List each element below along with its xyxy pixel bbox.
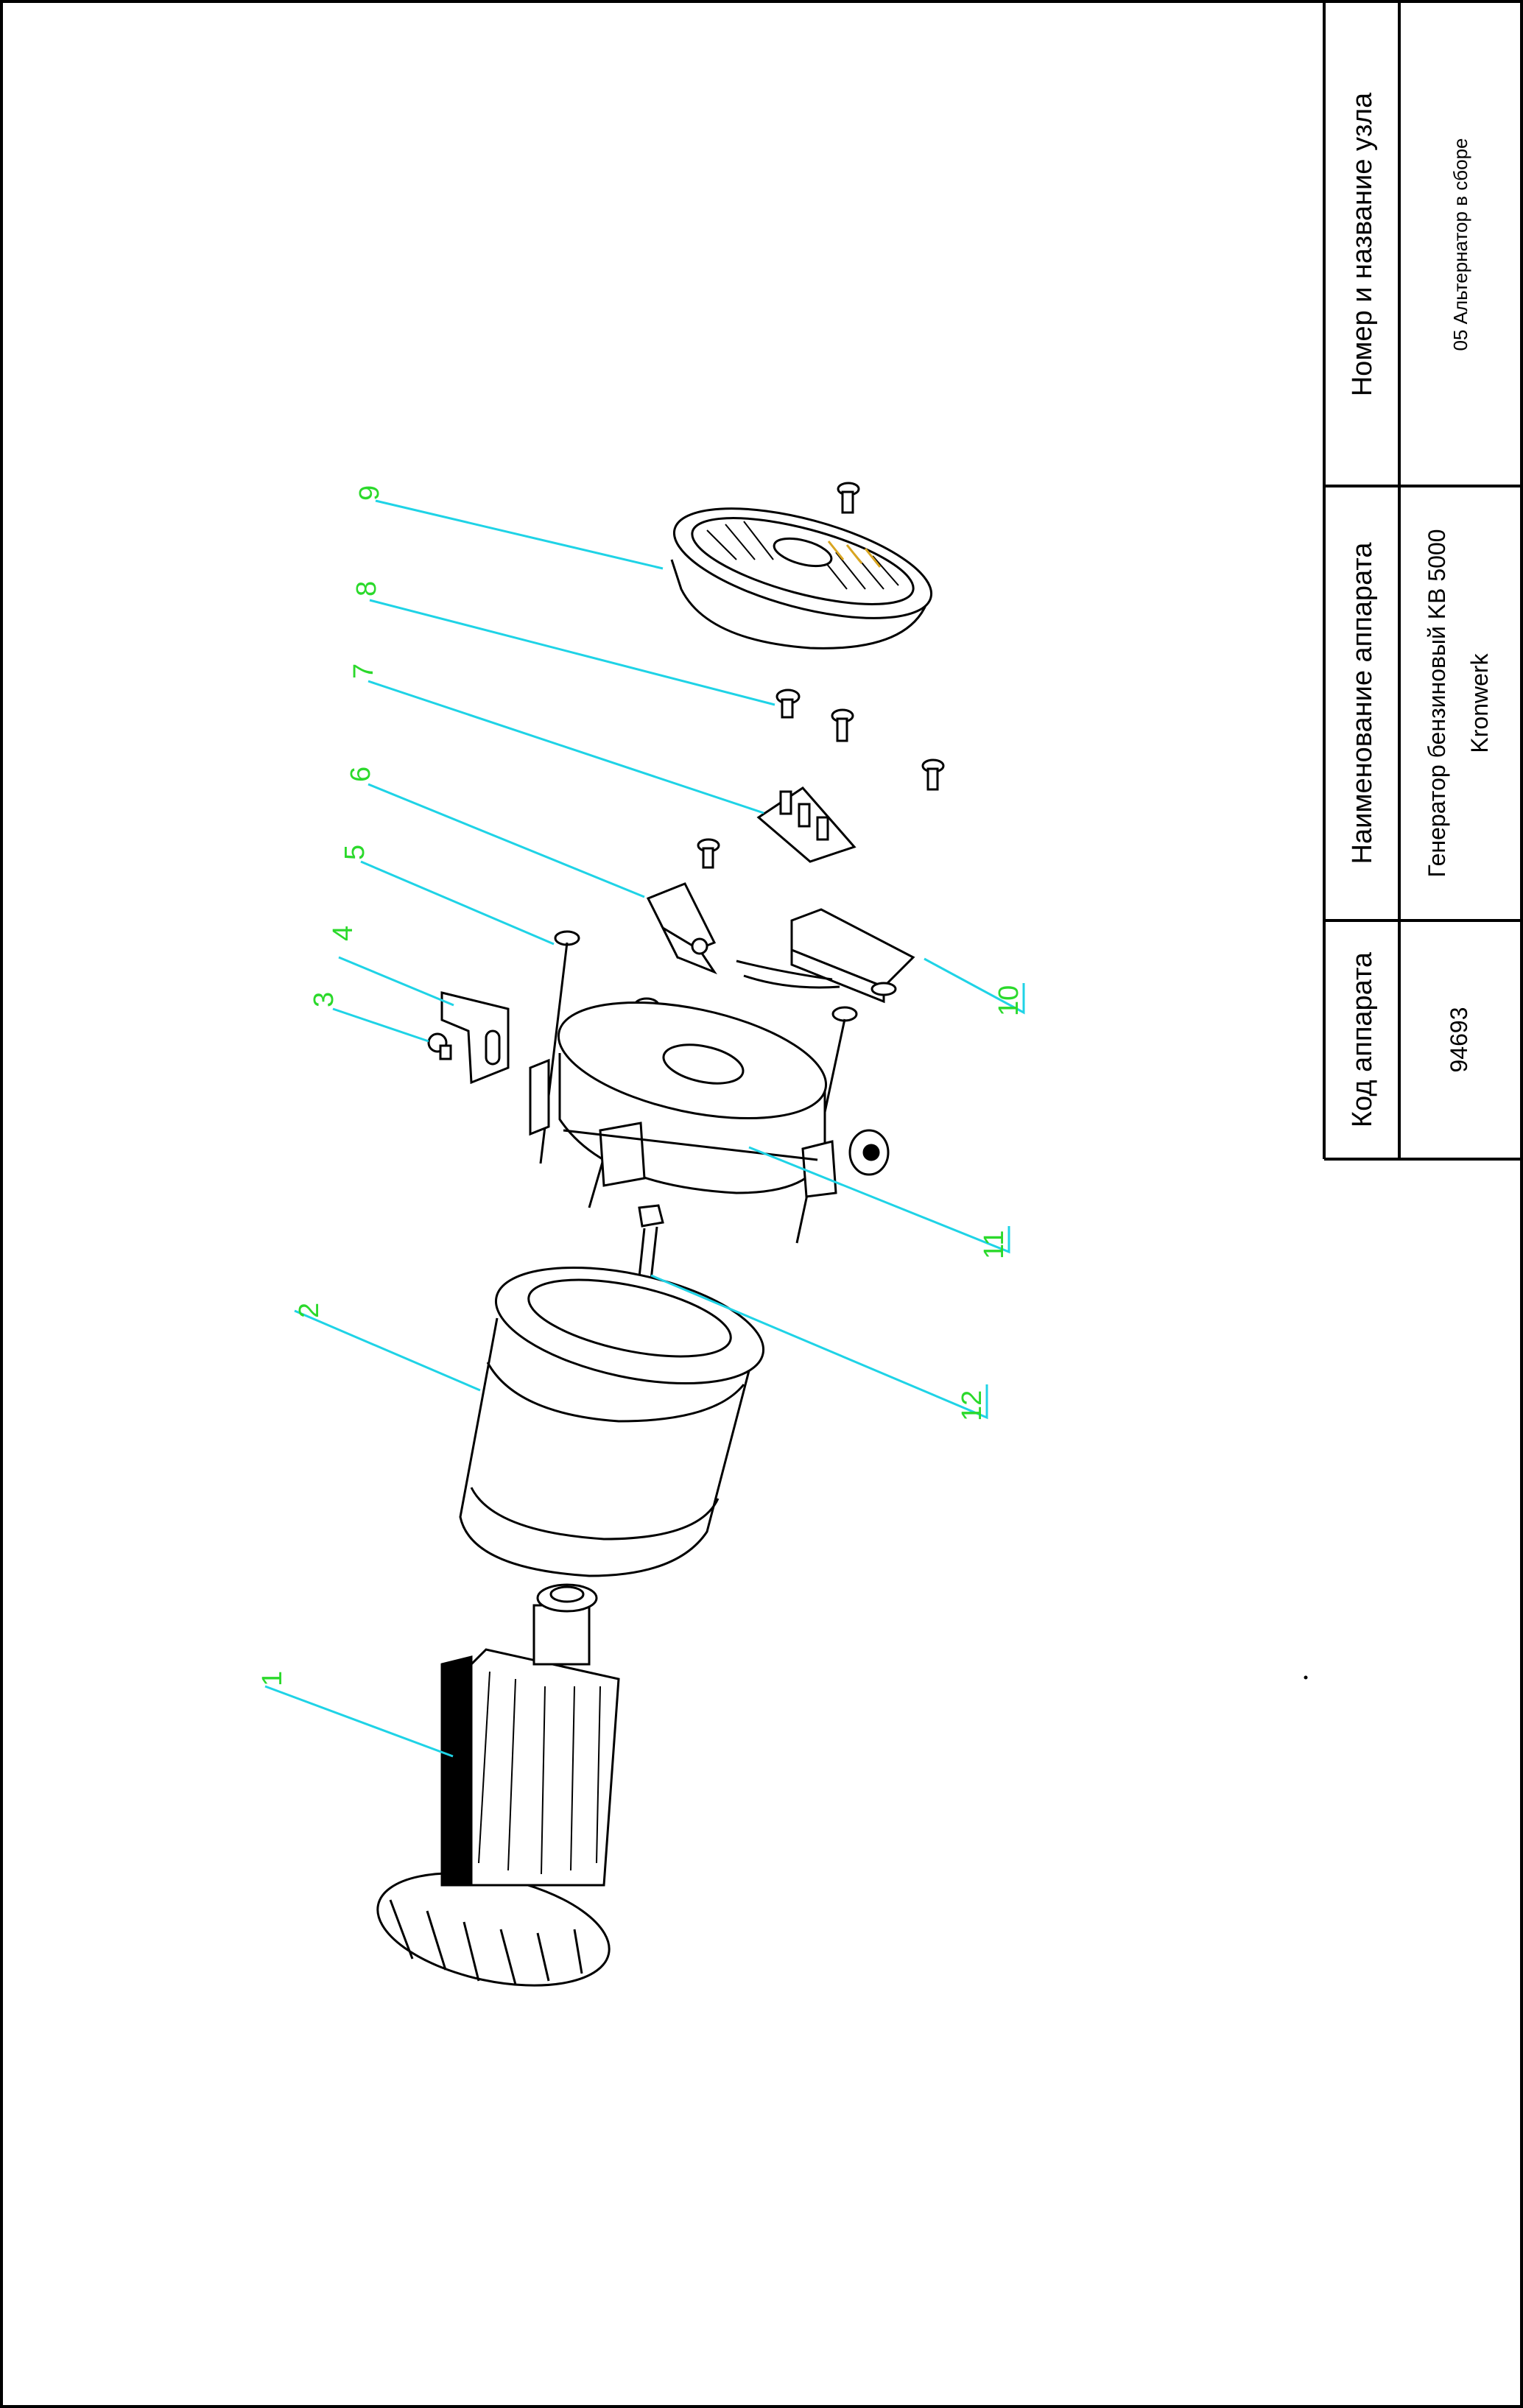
stray-dot — [1304, 1675, 1308, 1680]
callout-12: 12 — [957, 1390, 988, 1421]
callout-9: 9 — [354, 485, 385, 501]
part-11-housing — [529, 1001, 890, 1198]
callout-numbers: 1 2 3 4 5 6 7 8 9 10 11 12 — [257, 485, 1024, 1686]
callout-5: 5 — [340, 845, 370, 860]
part-10-avr-box — [736, 908, 915, 1004]
part-2-stator — [459, 1266, 765, 1577]
callout-1: 1 — [257, 1671, 288, 1686]
part-9-end-cover — [670, 507, 933, 649]
part-6-brush-holder — [646, 882, 717, 975]
name-header: Наименование аппарата — [1347, 542, 1378, 865]
part-7-terminal-board — [756, 786, 857, 863]
callout-11: 11 — [979, 1231, 1010, 1259]
callout-8: 8 — [351, 581, 382, 596]
leader-lines — [264, 499, 1025, 1758]
name-value-line2: Kronwerk — [1466, 652, 1493, 753]
unit-value: 05 Альтернатор в сборе — [1449, 138, 1471, 351]
callout-4: 4 — [328, 926, 359, 941]
callout-2: 2 — [294, 1303, 325, 1318]
code-header: Код аппарата — [1347, 951, 1378, 1127]
exploded-parts — [376, 482, 945, 1987]
callout-3: 3 — [309, 992, 340, 1007]
callout-6: 6 — [345, 767, 376, 782]
callout-7: 7 — [348, 663, 379, 679]
part-8-screws — [697, 689, 945, 869]
cover-screw — [837, 482, 860, 514]
part-3-bolt — [427, 1032, 452, 1060]
part-1-rotor — [376, 1583, 620, 1987]
title-block — [1323, 1, 1522, 1161]
code-value: 94693 — [1446, 1007, 1472, 1073]
title-block-text: Номер и название узла 05 Альтернатор в с… — [1347, 92, 1493, 1127]
part-4-bracket — [440, 991, 510, 1085]
unit-header: Номер и название узла — [1347, 92, 1378, 396]
callout-10: 10 — [993, 985, 1024, 1016]
name-value-line1: Генератор бензиновый KB 5000 — [1424, 529, 1450, 877]
